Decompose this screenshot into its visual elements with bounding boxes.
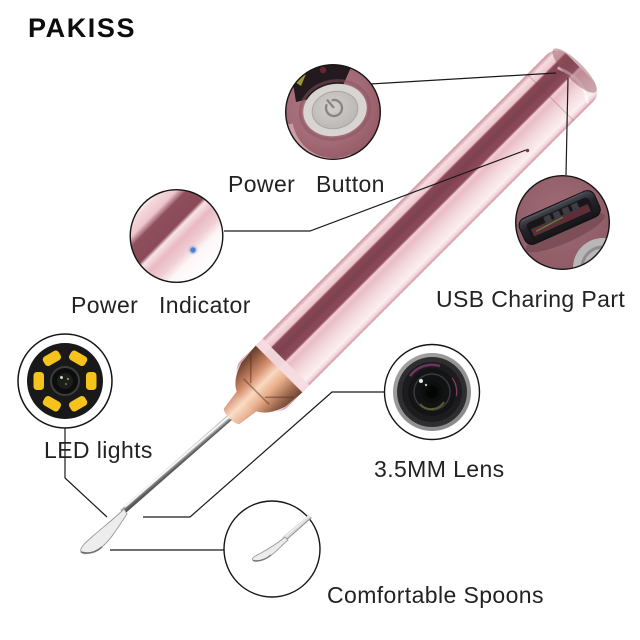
probe: [80, 415, 232, 555]
probe-shaft: [120, 415, 231, 515]
brand-logo: PAKISS: [28, 13, 137, 43]
pen-tip-ring: [254, 338, 310, 394]
copper-nozzle: [223, 391, 257, 425]
power-button-callout-ring: [285, 63, 382, 160]
lens-line: [143, 391, 384, 518]
power-indicator-callout: [129, 188, 224, 283]
lens-reflection-purple: [408, 363, 441, 377]
pen-device: [80, 48, 598, 555]
led-chip: [68, 350, 88, 367]
leader-lines: [64, 72, 569, 551]
pen-cap-seam: [526, 73, 575, 122]
led-chip: [42, 350, 62, 367]
usb-wire: [535, 216, 564, 232]
pen-cap-end: [552, 48, 597, 93]
probe-highlight: [124, 415, 230, 508]
led-array: [33, 350, 97, 412]
label-lens: 3.5MM Lens: [374, 456, 505, 482]
power-button-callout: [285, 63, 382, 160]
power-indicator-callout-content: [130, 189, 223, 283]
led-line: [64, 428, 108, 518]
camera-glint: [295, 74, 306, 86]
camera-red-detail: [319, 66, 327, 74]
lens-callout: [383, 343, 481, 441]
usb-callout-ring: [515, 174, 611, 270]
usb-board: [530, 203, 591, 237]
pen-cap-highlight: [557, 66, 589, 104]
collar-facets: [243, 354, 294, 405]
power-button-line: [369, 72, 557, 85]
led-callout: [17, 333, 113, 429]
spoons-callout: [223, 500, 321, 598]
spoon-tip: [80, 508, 128, 555]
usb-connector: [518, 190, 605, 253]
indicator-led-glow: [188, 245, 198, 255]
label-usb-charging: USB Charing Part: [436, 286, 626, 312]
spoon-tip-edge: [80, 546, 103, 554]
usb-callout: [515, 174, 611, 270]
label-power-indicator: Power Indicator: [71, 292, 251, 318]
lens-reflection-gold: [419, 401, 445, 411]
led-chip: [68, 395, 88, 412]
power-indicator-callout-ring: [129, 188, 224, 283]
label-power-button: Power Button: [228, 171, 385, 197]
led-chip: [42, 395, 62, 412]
spoon-bowl-edge: [252, 554, 272, 562]
pen-body: [223, 48, 598, 425]
spoon-closeup: [252, 514, 312, 562]
usb-base: [525, 212, 605, 253]
power-indicator-line: [224, 149, 527, 232]
indicator-dot-on-device: [525, 148, 530, 153]
usb-shell-highlight: [520, 192, 584, 223]
lens-highlight: [419, 379, 423, 383]
probe-shadow: [127, 419, 232, 511]
power-button: [298, 79, 372, 141]
indicator-led-dot: [190, 247, 196, 253]
camera-lens: [393, 353, 471, 431]
usb-teeth: [543, 202, 580, 224]
mini-lens-highlight: [60, 376, 63, 379]
label-led-lights: LED lights: [44, 437, 153, 463]
pen-body-shell: [236, 50, 598, 412]
label-spoons: Comfortable Spoons: [327, 582, 544, 608]
power-icon: [324, 98, 344, 118]
led-chip: [86, 372, 97, 390]
copper-collar: [235, 345, 303, 413]
usb-line: [565, 77, 569, 176]
led-chip: [33, 372, 44, 390]
